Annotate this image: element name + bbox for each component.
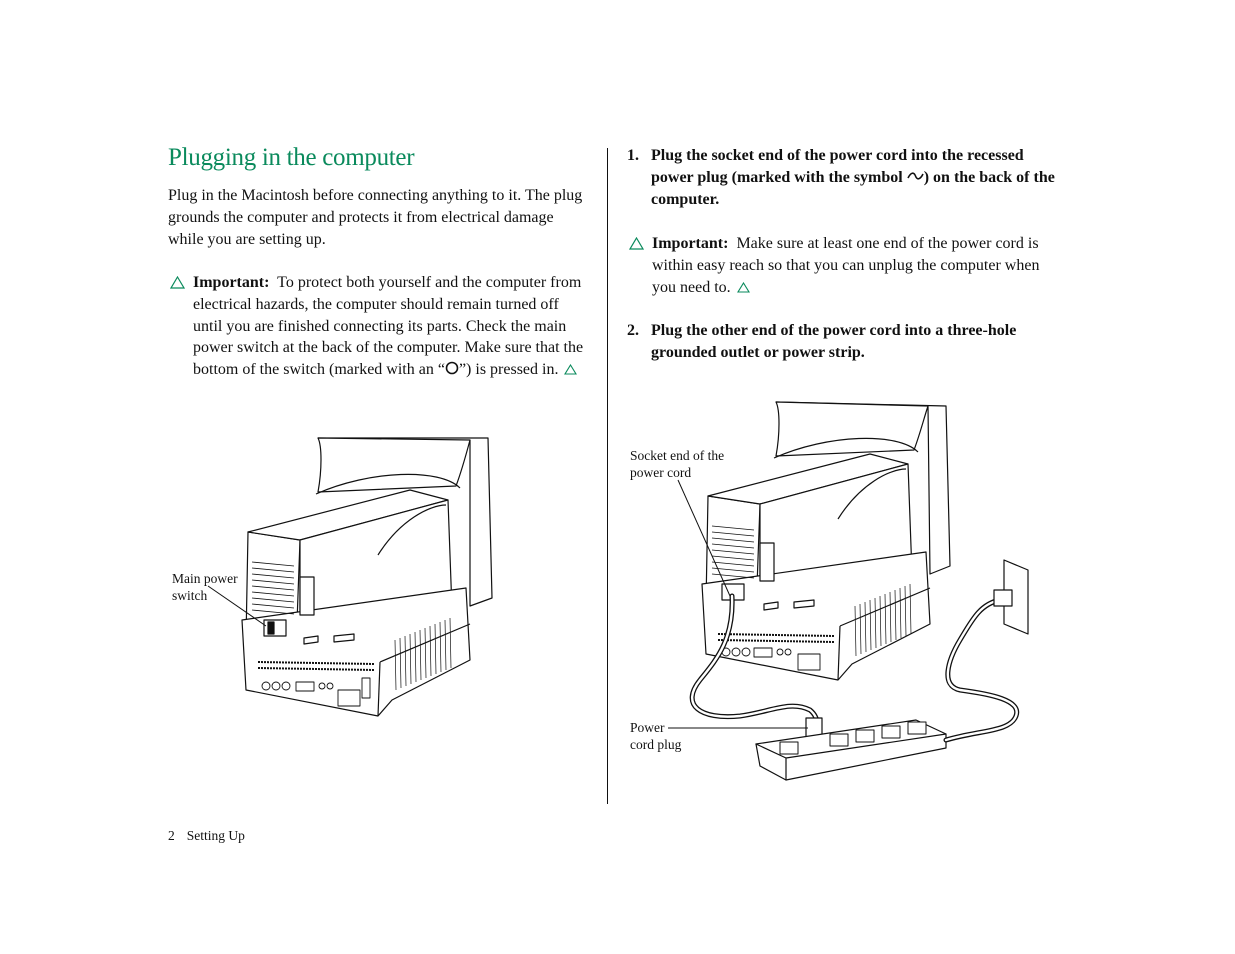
computer-illustration-left — [241, 437, 493, 717]
page-number: 2 — [168, 828, 175, 843]
step-number: 2. — [627, 322, 639, 339]
important-label: Important: — [652, 235, 729, 252]
callout-line: Socket end of the — [630, 448, 725, 463]
step-text-pre: Plug the socket end of the power cord in… — [651, 147, 1024, 186]
caution-left: Important: To protect both yourself and … — [168, 272, 588, 381]
power-cord-illustration — [689, 559, 1029, 781]
callout-main-power-switch: Main power switch — [172, 570, 238, 604]
caution-left-text-pre: To protect both yourself and the compute… — [193, 274, 584, 379]
step-2: 2. Plug the other end of the power cord … — [627, 320, 1057, 364]
step-text: Plug the other end of the power cord int… — [651, 322, 1017, 361]
caution-triangle-icon — [629, 237, 644, 250]
caution-right-text: Make sure at least one end of the power … — [652, 235, 1040, 296]
caution-left-text-post: ”) is pressed in. — [458, 361, 559, 379]
page-title: Plugging in the computer — [168, 144, 415, 171]
callout-power-cord-plug: Power cord plug — [630, 719, 681, 753]
leader-line — [677, 479, 731, 597]
step-text-post: ) on the back of the computer. — [651, 168, 1055, 208]
callout-line: Main power — [172, 571, 238, 586]
caution-triangle-icon — [170, 276, 185, 289]
intro-paragraph: Plug in the Macintosh before connecting … — [168, 187, 583, 248]
callout-socket-end: Socket end of the power cord — [630, 447, 724, 481]
caution-triangle-icon — [564, 364, 578, 375]
callout-line: Power — [630, 720, 665, 735]
circle-off-icon — [445, 361, 459, 375]
column-divider — [607, 148, 608, 804]
caution-right: Important: Make sure at least one end of… — [627, 233, 1057, 298]
leader-line — [207, 585, 267, 627]
section-name: Setting Up — [186, 828, 245, 843]
step-1: 1. Plug the socket end of the power cord… — [627, 145, 1057, 210]
step-number: 1. — [627, 147, 639, 164]
callout-line: cord plug — [630, 737, 682, 752]
caution-triangle-icon — [736, 281, 750, 293]
callout-line: power cord — [630, 465, 692, 480]
tilde-ac-icon — [907, 172, 924, 180]
computer-illustration-right — [701, 401, 951, 681]
callout-line: switch — [172, 588, 208, 603]
page-footer: 2 Setting Up — [168, 828, 245, 844]
important-label: Important: — [193, 274, 270, 291]
